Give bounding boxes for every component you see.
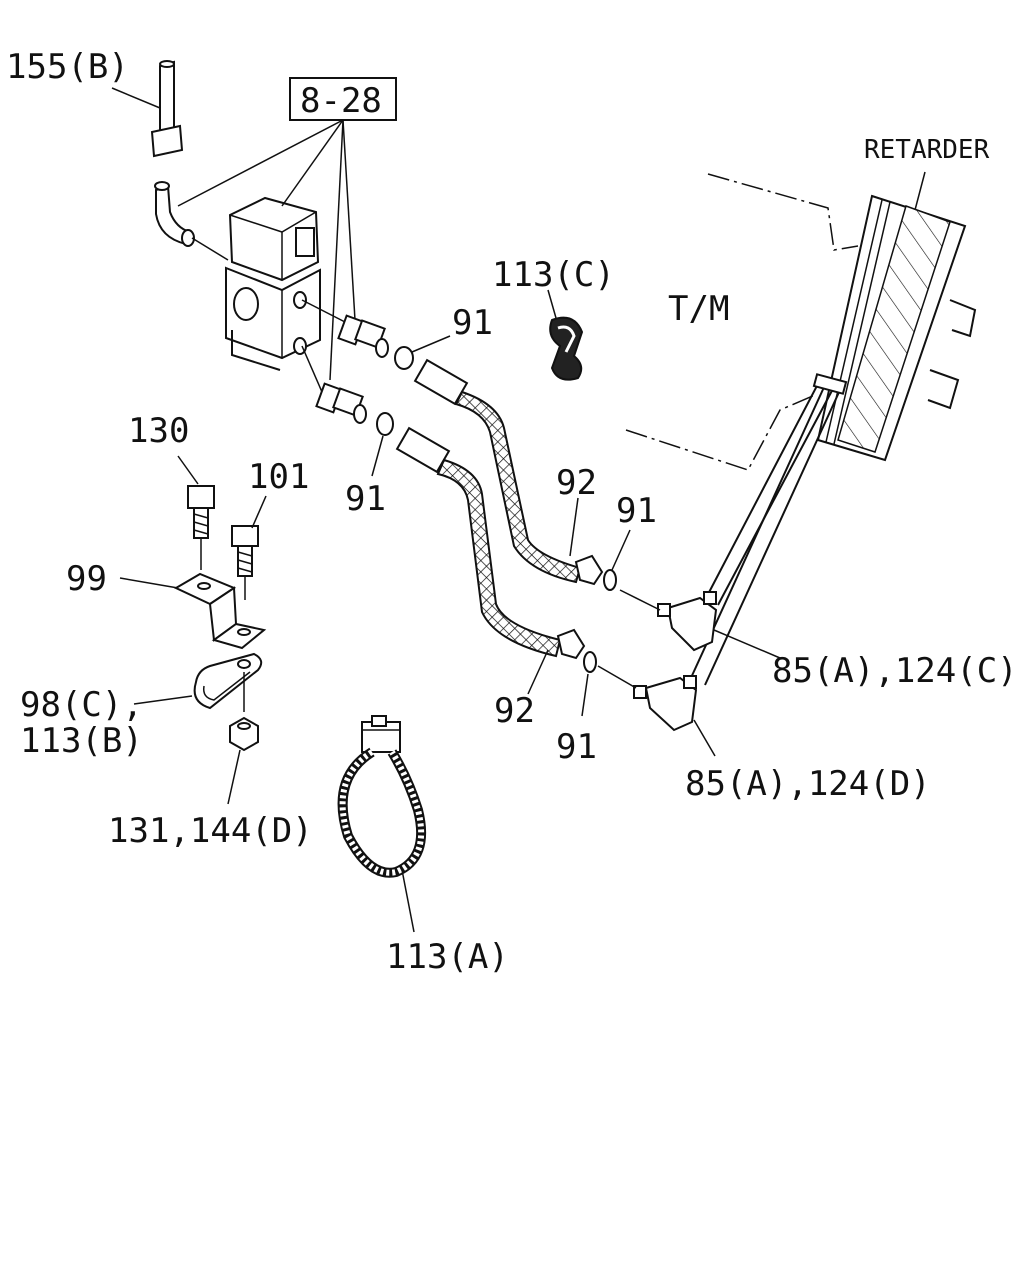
label-85a-124d: 85(A),124(D) [685,764,931,804]
label-91-upper-left: 91 [452,303,493,343]
label-155b: 155(B) [6,47,129,87]
label-91-lower-right: 91 [556,727,597,767]
ref-box-label: 8-28 [300,81,382,121]
elbow-fitting-upper [657,591,718,652]
label-92-lower: 92 [494,691,535,731]
hose-92-lower [395,426,586,660]
bolt-101: 101 [231,457,309,600]
elbow-fitting-lower [633,675,698,732]
label-131-144d: 131,144(D) [108,811,313,851]
transmission-outline: T/M [625,173,859,471]
strap-113a: 113(A) [337,715,509,977]
retarder-label: RETARDER [864,135,990,165]
label-99: 99 [66,559,107,599]
valve-connector-lower [301,345,367,424]
label-92-upper: 92 [556,463,597,503]
label-113a: 113(A) [386,937,509,977]
bracket-99: 99 [66,559,267,650]
reference-box-8-28: 8-28 [177,77,397,381]
tm-label: T/M [668,289,729,329]
label-98c: 98(C), [20,685,143,725]
label-113b: 113(B) [20,721,143,761]
washer-91-hose-upper [603,569,617,591]
washer-91-lower [376,412,394,436]
clip-113c: 113(C) [492,255,615,381]
washer-91-upper [394,346,414,370]
valve-elbow-pipe [154,181,229,261]
label-91-upper-right: 91 [616,491,657,531]
sensor-155b: 155(B) [6,47,184,158]
label-85a-124c: 85(A),124(C) [772,651,1018,691]
valve-connector-upper [301,299,389,358]
clamp-98c: 98(C), 113(B) [20,652,263,761]
label-130: 130 [128,411,189,451]
hose-92-upper [413,358,604,586]
washer-91-hose-lower [583,651,597,673]
label-101: 101 [248,457,309,497]
bolt-130: 130 [128,411,215,570]
label-113c: 113(C) [492,255,615,295]
retarder-unit: RETARDER [816,135,990,462]
nut-131: 131,144(D) [108,716,313,851]
label-91-lower-left: 91 [345,479,386,519]
valve-block [225,196,321,371]
